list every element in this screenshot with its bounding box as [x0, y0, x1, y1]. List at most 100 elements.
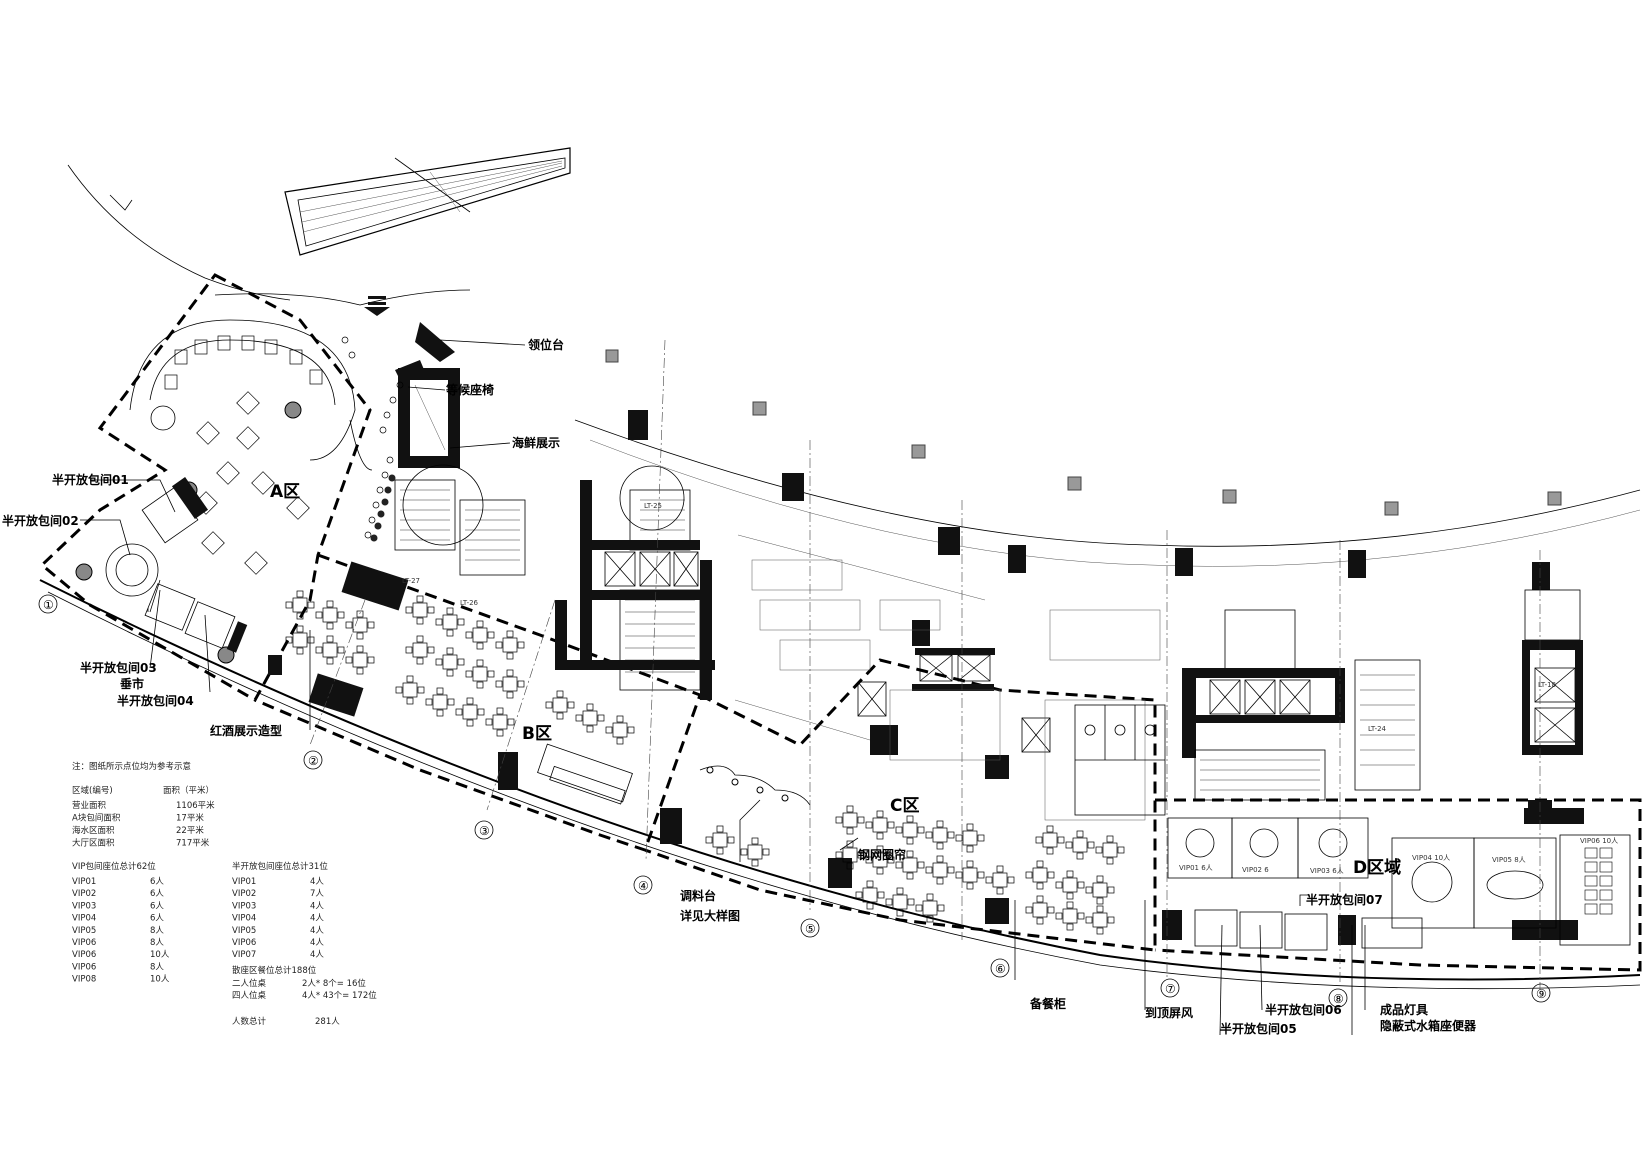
dining-chair	[1085, 916, 1093, 924]
dining-table	[462, 704, 478, 720]
dining-chair	[846, 840, 854, 848]
dining-chair	[296, 625, 304, 633]
entry-arrow	[364, 296, 390, 316]
dining-chair	[395, 686, 403, 694]
dining-chair	[506, 669, 514, 677]
dining-table	[922, 900, 938, 916]
semi-row-name: VIP04	[232, 914, 256, 924]
plan-label-lt27a: LT-27	[402, 577, 420, 585]
dining-chair	[405, 646, 413, 654]
dining-table	[552, 697, 568, 713]
dining-chair	[1066, 923, 1074, 931]
axis-bubble-2: ②	[303, 750, 323, 770]
callout-concealed-toilet: 隐蔽式水箱座便器	[1380, 1018, 1477, 1033]
dining-table	[862, 887, 878, 903]
dining-chair	[507, 718, 515, 726]
plan-label-vip04: VIP04 10人	[1412, 854, 1450, 862]
dining-table	[1032, 867, 1048, 883]
vip-row-name: VIP04	[72, 914, 96, 924]
svg-text:⑧: ⑧	[1333, 992, 1344, 1006]
dining-chair	[345, 621, 353, 629]
dining-chair	[416, 657, 424, 665]
dining-chair	[1076, 852, 1084, 860]
axis-bubble-8: ⑧	[1328, 988, 1348, 1008]
dining-chair	[846, 827, 854, 835]
dining-chair	[906, 872, 914, 880]
zone-labels: A区 B区 C区 D区域	[270, 482, 1401, 878]
dining-chair	[876, 845, 884, 853]
dining-table	[902, 822, 918, 838]
vip-row-name: VIP06	[72, 962, 96, 972]
dining-table	[352, 617, 368, 633]
vip-row-value: 8人	[150, 938, 164, 948]
plan-label-lt26: LT-26	[460, 599, 479, 607]
svg-text:③: ③	[479, 824, 490, 838]
dining-table	[322, 607, 338, 623]
bar-counter-shape	[699, 765, 811, 806]
dining-chair	[936, 820, 944, 828]
dining-chair	[487, 670, 495, 678]
dining-chair	[476, 642, 484, 650]
dining-chair	[487, 631, 495, 639]
dining-chair	[906, 815, 914, 823]
dining-chair	[857, 851, 865, 859]
dining-chair	[465, 670, 473, 678]
semi-row-name: VIP06	[232, 938, 256, 948]
zone-c-label: C区	[890, 796, 919, 816]
callout-steel-curtain: 钢网圈帘	[858, 847, 906, 862]
dining-chair	[406, 675, 414, 683]
svg-text:⑦: ⑦	[1165, 982, 1176, 996]
dining-chair	[1087, 841, 1095, 849]
plan-label-lt18: LT-18	[1538, 681, 1556, 689]
dining-chair	[1047, 906, 1055, 914]
plan-label-vip02: VIP02 6	[1242, 866, 1269, 874]
dining-chair	[1096, 905, 1104, 913]
dining-chair	[495, 680, 503, 688]
dining-table	[1062, 908, 1078, 924]
dining-chair	[517, 641, 525, 649]
semi-row-value: 4人	[310, 926, 324, 936]
callout-curtain: 垂市	[120, 676, 144, 691]
dining-chair	[556, 690, 564, 698]
dining-table	[582, 710, 598, 726]
dining-chair	[955, 834, 963, 842]
dining-chair	[907, 898, 915, 906]
dining-chair	[356, 632, 364, 640]
zone-b-label: B区	[522, 724, 552, 744]
dining-chair	[337, 611, 345, 619]
zone-d-boundary	[1154, 798, 1642, 972]
dining-chair	[876, 810, 884, 818]
dining-chair	[1035, 836, 1043, 844]
dining-table	[962, 867, 978, 883]
zone-a-label: A区	[270, 482, 300, 502]
dining-chair	[427, 606, 435, 614]
dining-table	[1102, 842, 1118, 858]
vip-row-name: VIP06	[72, 950, 96, 960]
dining-chair	[605, 726, 613, 734]
dining-chair	[977, 871, 985, 879]
dining-chair	[887, 821, 895, 829]
dining-chair	[285, 636, 293, 644]
dining-chair	[425, 698, 433, 706]
dining-chair	[1096, 875, 1104, 883]
dining-chair	[435, 658, 443, 666]
zone-a-furniture	[75, 319, 373, 664]
dining-chair	[936, 842, 944, 850]
dining-chair	[895, 826, 903, 834]
dining-table	[932, 827, 948, 843]
axis-bubble-5: ⑤	[800, 918, 820, 938]
vip-row-name: VIP02	[72, 889, 96, 899]
dining-chair	[1036, 895, 1044, 903]
dining-chair	[476, 620, 484, 628]
dining-chair	[446, 629, 454, 637]
vip-row-value: 8人	[150, 926, 164, 936]
dining-chair	[315, 611, 323, 619]
dining-chair	[1076, 830, 1084, 838]
dining-table	[747, 844, 763, 860]
semi-head: 半开放包间座位总计31位	[232, 861, 328, 872]
axis-bubble-9: ⑨	[1531, 983, 1551, 1003]
dining-table	[1072, 837, 1088, 853]
callout-ceiling-screen: 到顶屏风	[1145, 1005, 1193, 1020]
columns	[268, 410, 1584, 945]
vip-row-name: VIP01	[72, 877, 96, 887]
